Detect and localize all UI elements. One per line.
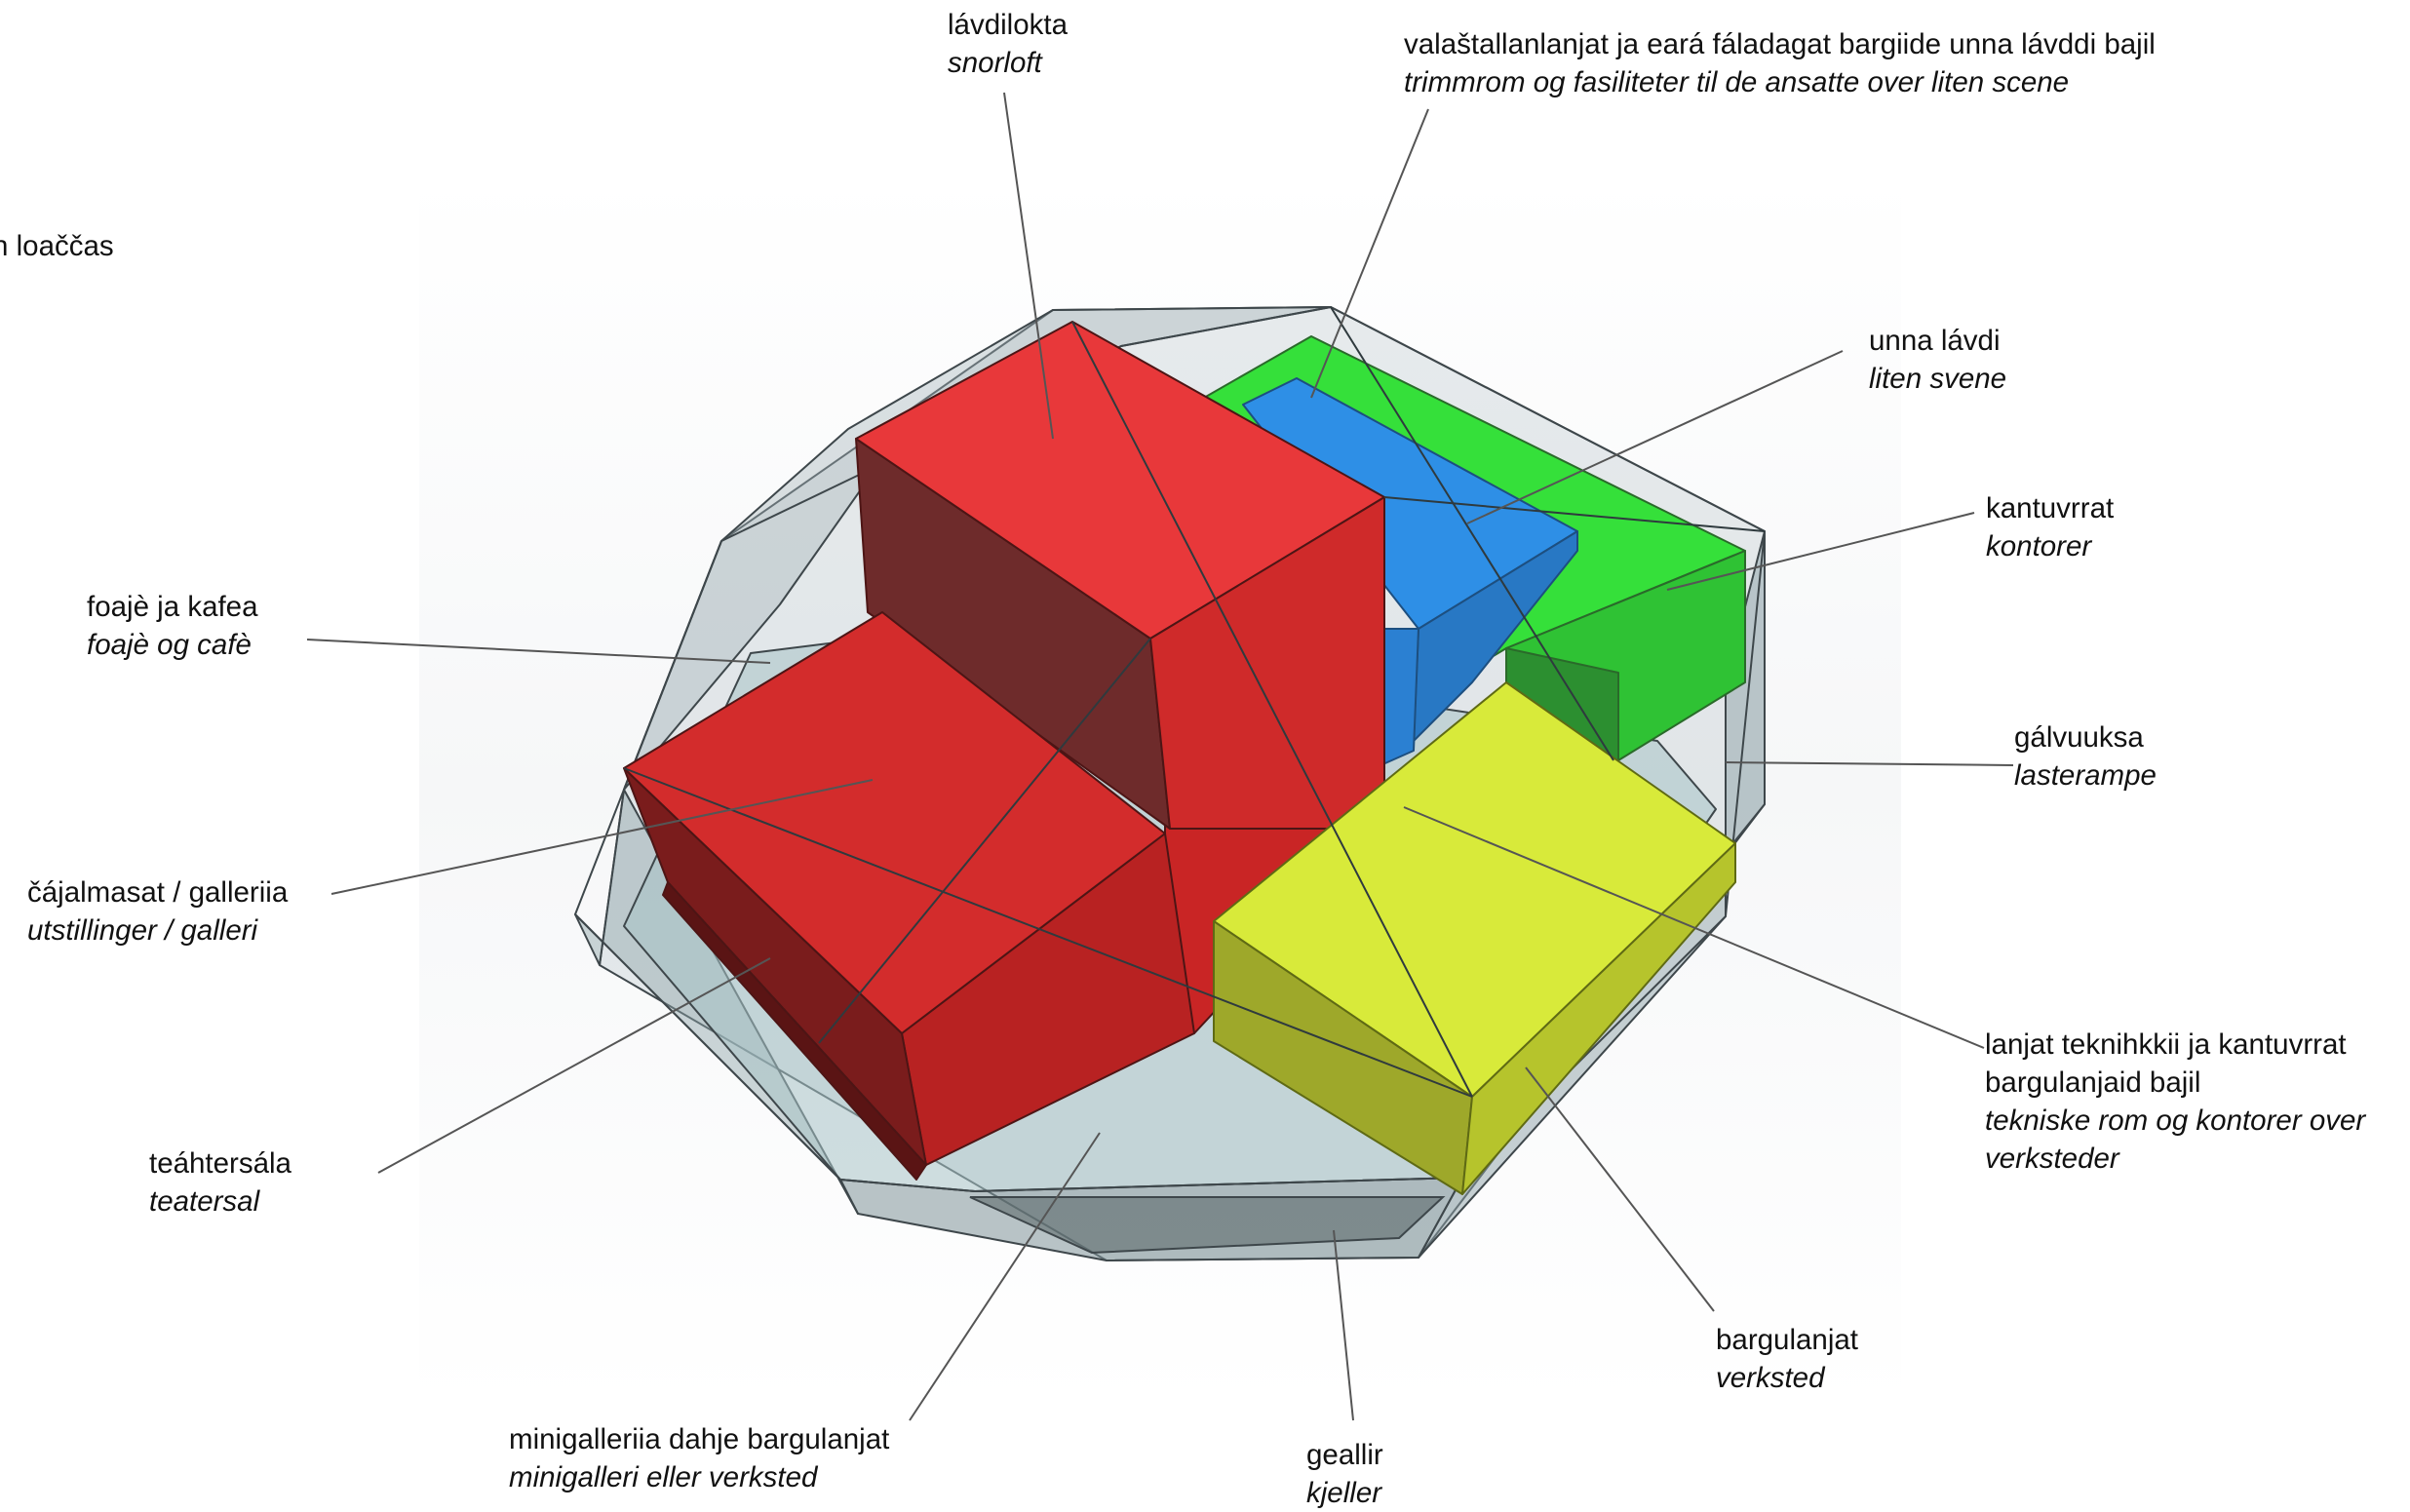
label-exhibitions: čájalmasat / galleriia utstillinger / ga… bbox=[27, 873, 288, 950]
label-offices: kantuvrrat kontorer bbox=[1986, 489, 2114, 565]
label-workshop-no: bargulanjat bbox=[1716, 1321, 1858, 1359]
label-staff-nb: trimmrom og fasiliteter til de ansatte o… bbox=[1404, 63, 2156, 101]
label-foyer-no: foajè ja kafea bbox=[87, 588, 258, 626]
label-workshop: bargulanjat verksted bbox=[1716, 1321, 1858, 1397]
label-basement-no: geallir bbox=[1306, 1436, 1383, 1474]
label-minigallery: minigalleriia dahje bargulanjat minigall… bbox=[509, 1420, 889, 1496]
label-fly-tower-no: lávdilokta bbox=[948, 6, 1068, 44]
label-foyer-nb: foajè og cafè bbox=[87, 626, 258, 664]
label-partial: n loaččas bbox=[0, 227, 114, 265]
label-technical-no-1: lanjat teknihkkii ja kantuvrrat bbox=[1985, 1026, 2365, 1064]
label-basement-nb: kjeller bbox=[1306, 1474, 1383, 1512]
label-theatre-hall: teáhtersála teatersal bbox=[149, 1144, 292, 1221]
label-fly-tower: lávdilokta snorloft bbox=[948, 6, 1068, 82]
label-loading-no: gálvuuksa bbox=[2014, 718, 2157, 756]
label-minigallery-no: minigalleriia dahje bargulanjat bbox=[509, 1420, 889, 1458]
label-foyer: foajè ja kafea foajè og cafè bbox=[87, 588, 258, 664]
label-staff-no: valaštallanlanjat ja eará fáladagat barg… bbox=[1404, 25, 2156, 63]
label-loading-ramp: gálvuuksa lasterampe bbox=[2014, 718, 2157, 795]
label-exhibitions-nb: utstillinger / galleri bbox=[27, 911, 288, 950]
label-theatre-nb: teatersal bbox=[149, 1182, 292, 1221]
label-theatre-no: teáhtersála bbox=[149, 1144, 292, 1182]
label-small-stage-no: unna lávdi bbox=[1869, 322, 2006, 360]
label-small-stage: unna lávdi liten svene bbox=[1869, 322, 2006, 398]
label-technical-rooms: lanjat teknihkkii ja kantuvrrat bargulan… bbox=[1985, 1026, 2365, 1178]
label-minigallery-nb: minigalleri eller verksted bbox=[509, 1458, 889, 1496]
label-loading-nb: lasterampe bbox=[2014, 756, 2157, 795]
label-workshop-nb: verksted bbox=[1716, 1359, 1858, 1397]
label-staff-facilities: valaštallanlanjat ja eará fáladagat barg… bbox=[1404, 25, 2156, 101]
label-offices-no: kantuvrrat bbox=[1986, 489, 2114, 527]
label-exhibitions-no: čájalmasat / galleriia bbox=[27, 873, 288, 911]
label-technical-nb-2: verksteder bbox=[1985, 1140, 2365, 1178]
label-technical-nb-1: tekniske rom og kontorer over bbox=[1985, 1102, 2365, 1140]
label-basement: geallir kjeller bbox=[1306, 1436, 1383, 1512]
label-technical-no-2: bargulanjaid bajil bbox=[1985, 1064, 2365, 1102]
label-fly-tower-nb: snorloft bbox=[948, 44, 1068, 82]
label-offices-nb: kontorer bbox=[1986, 527, 2114, 565]
label-small-stage-nb: liten svene bbox=[1869, 360, 2006, 398]
